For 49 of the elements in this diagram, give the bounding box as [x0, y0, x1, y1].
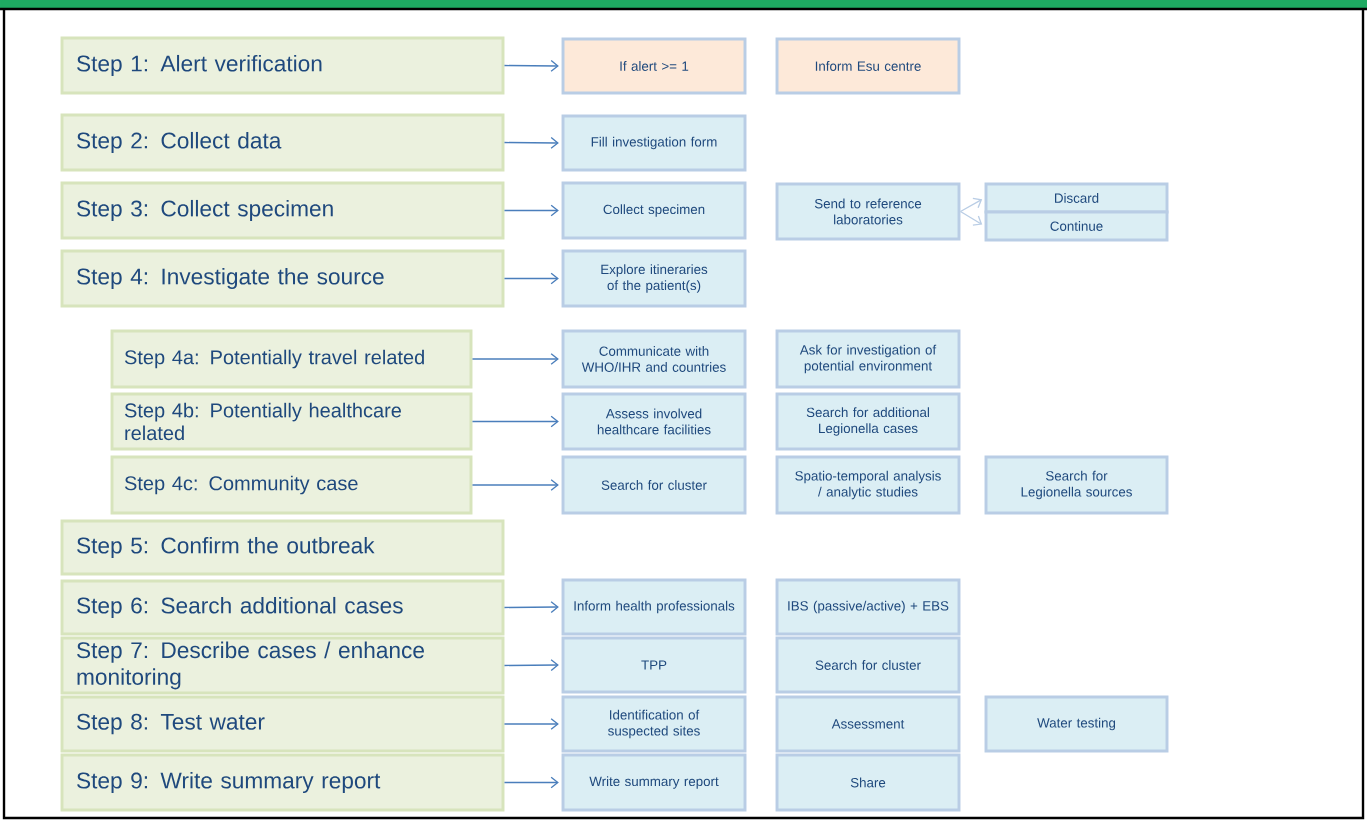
action-box: Write summary report [561, 753, 747, 812]
action-box: Water testing [984, 695, 1169, 753]
arrow [959, 197, 983, 213]
step-box: Step 4c: Community case [110, 455, 473, 515]
step-box: Step 1: Alert verification [60, 36, 505, 95]
arrow [503, 601, 559, 614]
action-box: Identification of suspected sites [561, 695, 747, 753]
arrow [471, 353, 559, 365]
step-box: Step 2: Collect data [60, 113, 505, 172]
action-box: Communicate with WHO/IHR and countries [561, 329, 747, 389]
arrow [503, 59, 559, 72]
step-box: Step 8: Test water [60, 695, 505, 753]
step-box: Step 6: Search additional cases [60, 579, 505, 636]
action-box: If alert >= 1 [561, 37, 747, 95]
step-box: Step 5: Confirm the outbreak [60, 519, 505, 576]
action-box: Search for cluster [775, 636, 961, 694]
step-box: Step 4b: Potentially healthcare related [110, 392, 473, 451]
action-box: Send to reference laboratories [775, 182, 961, 241]
arrow [471, 479, 559, 491]
action-box: Fill investigation form [561, 114, 747, 172]
step-box: Step 4a: Potentially travel related [110, 329, 473, 389]
action-box: Assess involved healthcare facilities [561, 392, 747, 451]
action-box: TPP [561, 636, 747, 694]
arrow [503, 718, 559, 730]
action-box: Ask for investigation of potential environment [775, 329, 961, 389]
arrow [471, 415, 559, 428]
action-box: Assessment [775, 695, 961, 753]
action-box: Share [775, 753, 961, 812]
step-box: Step 3: Collect specimen [60, 181, 505, 240]
step-box: Step 7: Describe cases / enhance monitoring [60, 636, 505, 695]
arrow [503, 776, 559, 789]
step-box: Step 9: Write summary report [60, 753, 505, 812]
action-box: Discard [984, 182, 1169, 214]
arrow [959, 210, 983, 226]
action-box: IBS (passive/active) + EBS [775, 578, 961, 636]
action-box: Inform health professionals [561, 578, 747, 636]
arrow [503, 659, 559, 672]
action-box: Spatio-temporal analysis / analytic studies [775, 455, 961, 515]
arrow [503, 204, 559, 217]
action-box: Continue [984, 210, 1169, 242]
arrow [503, 272, 559, 285]
action-box: Collect specimen [561, 181, 747, 240]
action-box: Explore itineraries of the patient(s) [561, 249, 747, 308]
arrow [503, 136, 559, 149]
action-box: Search for Legionella sources [984, 455, 1169, 515]
action-box: Search for additional Legionella cases [775, 392, 961, 451]
action-box: Inform Esu centre [775, 37, 961, 95]
action-box: Search for cluster [561, 455, 747, 515]
step-box: Step 4: Investigate the source [60, 249, 505, 308]
